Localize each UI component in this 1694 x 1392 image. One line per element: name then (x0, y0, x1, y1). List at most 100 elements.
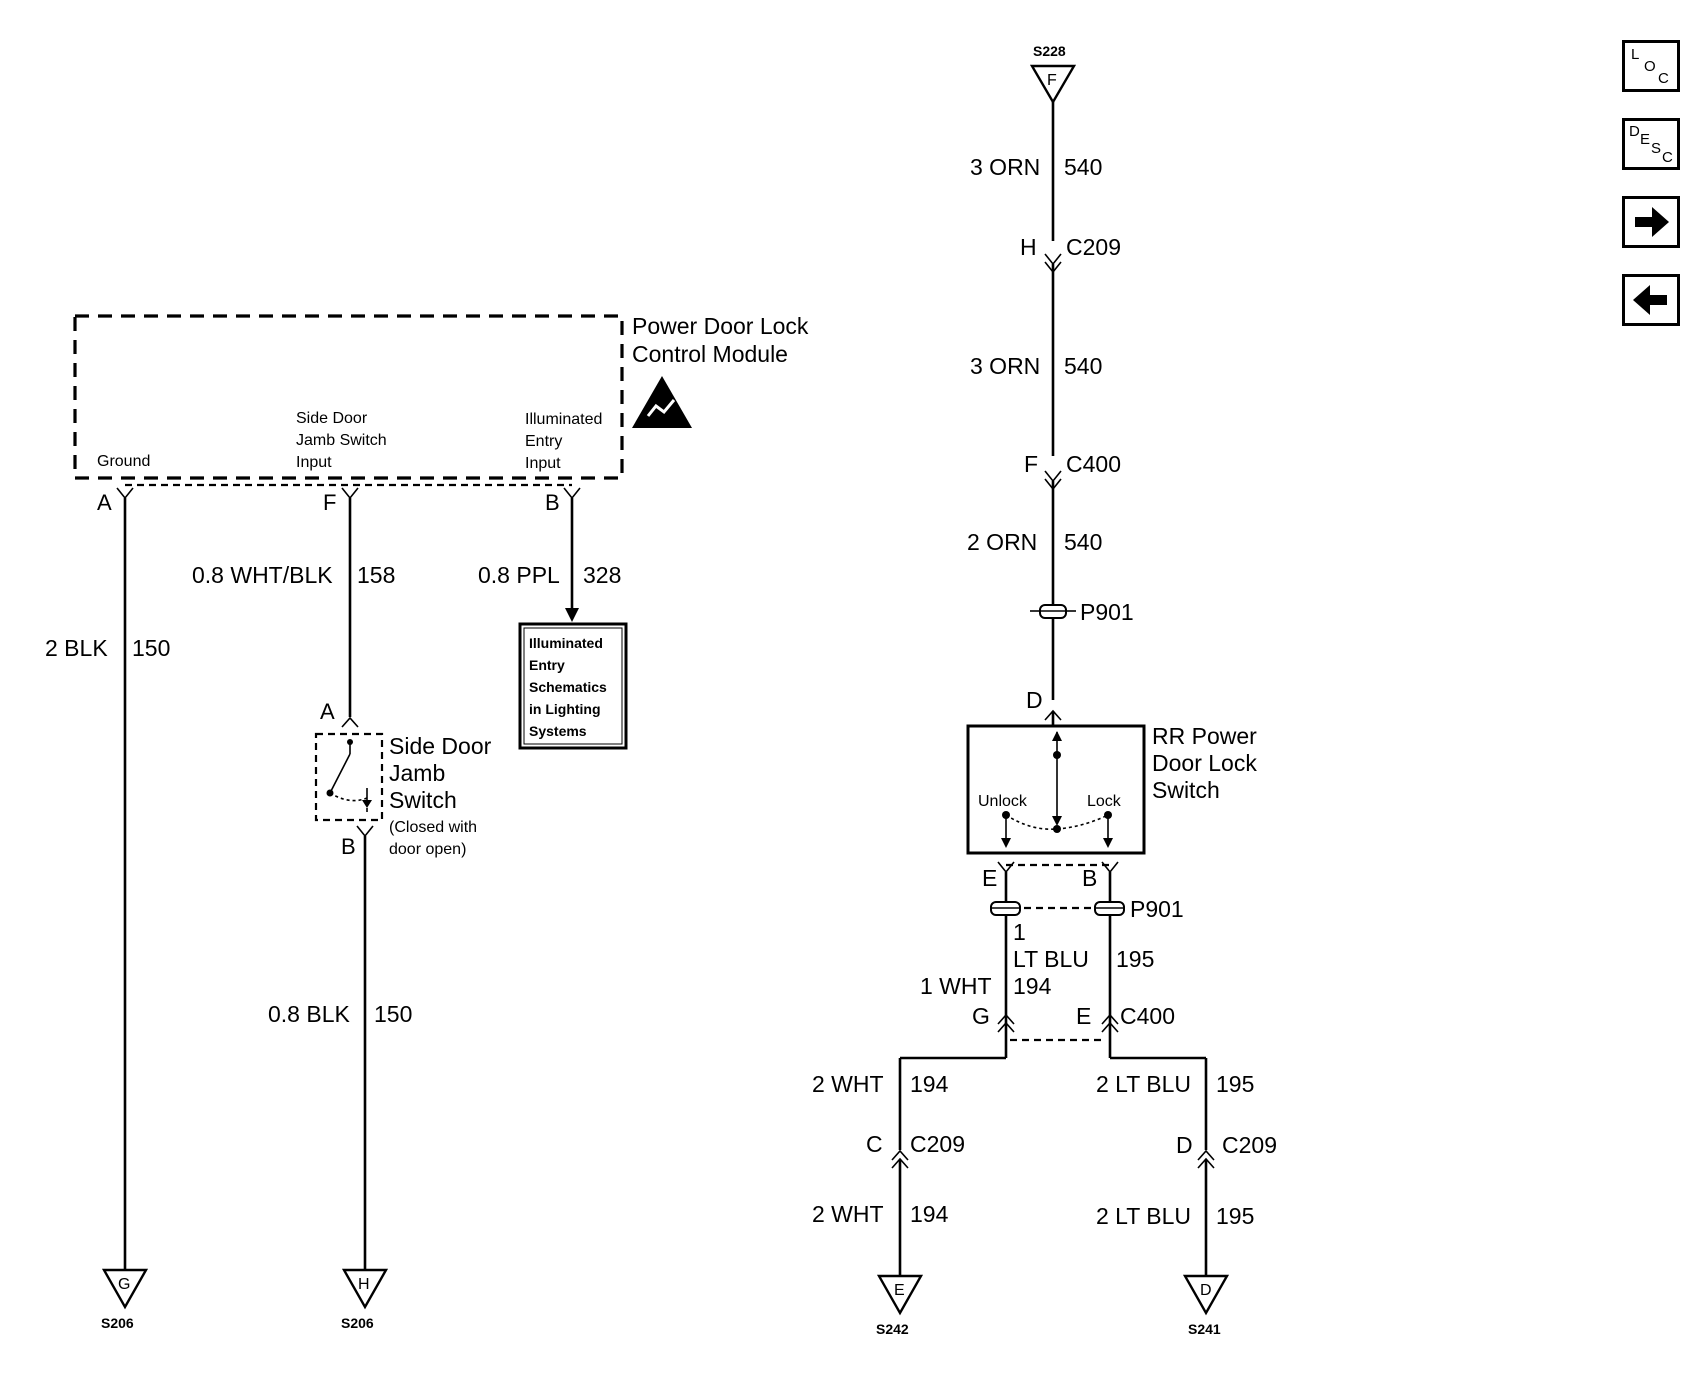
splice-e-letter: E (894, 1282, 905, 1299)
wire-2-wht-a: 2 WHT (812, 1071, 884, 1097)
rr-output-harness: P901 1 LT BLU 195 1 WHT 194 G E C400 2 W… (812, 872, 1277, 1337)
illuminated-entry-reference-box: Illuminated Entry Schematics in Lighting… (518, 622, 628, 750)
desc-button[interactable]: D E S C (1622, 118, 1680, 170)
c400-pin-f: F (1024, 451, 1038, 477)
module-title-line2: Control Module (632, 341, 788, 367)
rr-switch-terminal-e: E (982, 865, 997, 891)
wire-lt-blu-1: LT BLU (1013, 946, 1089, 972)
circuit-194-a: 194 (910, 1071, 949, 1097)
circuit-150: 150 (132, 635, 170, 661)
desc-letter-e: E (1640, 131, 1651, 148)
previous-page-button[interactable] (1622, 274, 1680, 326)
wire-2-lt-blu-b: 2 LT BLU (1096, 1203, 1191, 1229)
circuit-194-top: 194 (1013, 973, 1052, 999)
rr-switch-terminal-b: B (1082, 865, 1097, 891)
illum-ref-line3: Schematics (529, 679, 607, 695)
module-pin-jamb-label3: Input (296, 454, 332, 471)
rr-switch-unlock-label: Unlock (978, 793, 1028, 810)
next-page-button[interactable] (1622, 196, 1680, 248)
ground-g-splice: S206 (101, 1315, 134, 1331)
illum-ref-line2: Entry (529, 657, 565, 673)
wire-1-wht: 1 WHT (920, 973, 992, 999)
module-pin-illum-label2: Entry (525, 433, 562, 450)
jamb-input-circuit-158: 0.8 WHT/BLK 158 (192, 498, 395, 717)
wire-08-blk: 0.8 BLK (268, 1001, 350, 1027)
left-arrow-icon (1633, 285, 1667, 315)
jamb-ground-circuit-150: 0.8 BLK 150 (268, 836, 412, 1270)
module-pin-ground-label: Ground (97, 453, 150, 470)
circuit-158: 158 (357, 562, 395, 588)
module-pin-illum-label1: Illuminated (525, 411, 602, 428)
wire-2-wht-b: 2 WHT (812, 1201, 884, 1227)
side-door-jamb-switch: A Side Door Jamb Switch (Closed with doo… (314, 699, 492, 859)
wire-1-gauge: 1 (1013, 919, 1026, 945)
rr-feed-s228: S228 F 3 ORN 540 H C209 3 ORN 540 F C400… (967, 43, 1134, 726)
illum-ref-line4: in Lighting (529, 701, 601, 717)
circuit-150-jamb: 150 (374, 1001, 412, 1027)
rr-switch-lock-label: Lock (1087, 793, 1122, 810)
jamb-switch-terminal-b: B (341, 834, 356, 859)
module-terminal-a: A (97, 490, 112, 515)
c209-pin-h: H (1020, 234, 1037, 260)
c400-pin-g: G (972, 1003, 990, 1029)
connector-c400-top: C400 (1066, 451, 1121, 477)
wire-3-orn-2: 3 ORN (970, 353, 1040, 379)
loc-letter-l: L (1631, 46, 1640, 63)
c209-pin-d: D (1176, 1132, 1193, 1158)
jamb-switch-note1: (Closed with (389, 819, 477, 836)
power-door-lock-control-module: Power Door Lock Control Module Ground Si… (73, 313, 809, 515)
ground-g-letter: G (118, 1276, 130, 1293)
module-terminal-b: B (545, 490, 560, 515)
ground-circuit-150: 2 BLK 150 (45, 498, 170, 1270)
rr-switch-name3: Switch (1152, 777, 1220, 803)
ground-splice-h: H S206 (341, 1268, 389, 1331)
wire-08-ppl: 0.8 PPL (478, 562, 560, 588)
esd-warning-icon (632, 376, 692, 428)
c209-pin-c: C (866, 1131, 883, 1157)
desc-letter-c: C (1662, 149, 1673, 166)
module-pin-illum-label3: Input (525, 455, 561, 472)
circuit-195-a: 195 (1216, 1071, 1254, 1097)
connector-p901-top: P901 (1080, 599, 1134, 625)
splice-s241: S241 (1188, 1321, 1221, 1337)
circuit-328: 328 (583, 562, 621, 588)
jamb-switch-note2: door open) (389, 841, 466, 858)
splice-s242: S242 (876, 1321, 909, 1337)
rr-switch-name1: RR Power (1152, 723, 1257, 749)
module-title-line1: Power Door Lock (632, 313, 809, 339)
ground-h-letter: H (358, 1276, 370, 1293)
connector-p901-bottom: P901 (1130, 896, 1184, 922)
splice-s228: S228 (1033, 43, 1066, 59)
splice-d-letter: D (1200, 1282, 1212, 1299)
c400-pin-e: E (1076, 1003, 1091, 1029)
wire-2-blk: 2 BLK (45, 635, 108, 661)
circuit-194-b: 194 (910, 1201, 949, 1227)
jamb-switch-name3: Switch (389, 787, 457, 813)
loc-button[interactable]: L O C (1622, 40, 1680, 92)
desc-letter-s: S (1651, 140, 1662, 157)
rr-switch-name2: Door Lock (1152, 750, 1257, 776)
rr-power-door-lock-switch: RR Power Door Lock Switch Unlock Lock E … (966, 723, 1257, 891)
wire-3-orn-1: 3 ORN (970, 154, 1040, 180)
splice-s228-letter: F (1047, 72, 1057, 89)
circuit-540-3: 540 (1064, 529, 1102, 555)
connector-c209-top: C209 (1066, 234, 1121, 260)
module-pin-jamb-label2: Jamb Switch (296, 432, 387, 449)
wire-08-wht-blk: 0.8 WHT/BLK (192, 562, 333, 588)
illuminated-entry-circuit-328: 0.8 PPL 328 (478, 498, 621, 622)
illum-ref-line1: Illuminated (529, 635, 603, 651)
right-arrow-icon (1635, 207, 1669, 237)
circuit-540-2: 540 (1064, 353, 1102, 379)
connector-c209-right: C209 (1222, 1132, 1277, 1158)
jamb-switch-terminal-a: A (320, 699, 335, 724)
circuit-540-1: 540 (1064, 154, 1102, 180)
desc-letter-d: D (1629, 123, 1640, 140)
module-pin-jamb-label1: Side Door (296, 410, 368, 427)
ground-splice-g: G S206 (101, 1268, 149, 1331)
loc-letter-o: O (1644, 58, 1656, 75)
rr-switch-terminal-d: D (1026, 687, 1043, 713)
jamb-switch-name2: Jamb (389, 760, 445, 786)
wire-2-orn: 2 ORN (967, 529, 1037, 555)
circuit-195-b: 195 (1216, 1203, 1254, 1229)
